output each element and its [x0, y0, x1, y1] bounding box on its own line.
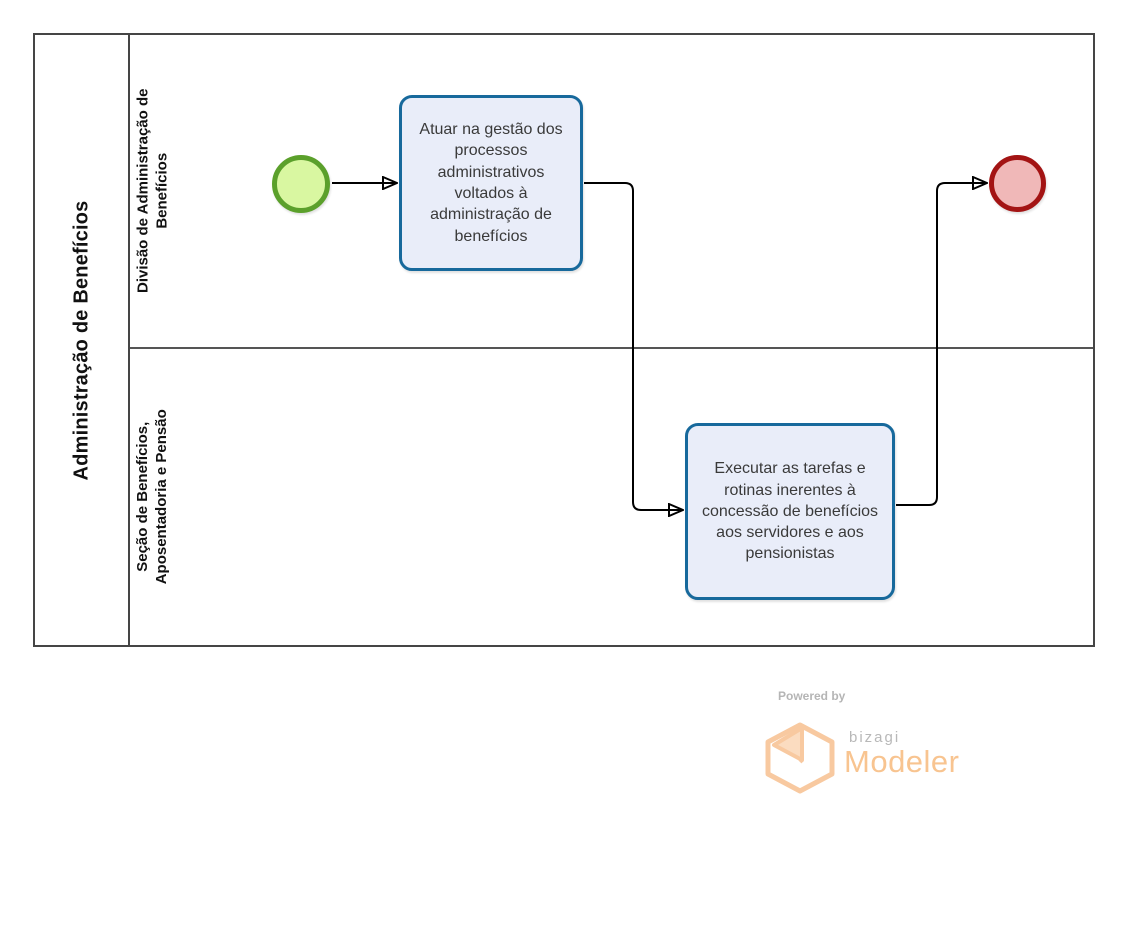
end-event[interactable]: [989, 155, 1046, 212]
lane-1-label: Divisão de Administração de Benefícios: [134, 88, 171, 294]
lanes-container: Divisão de Administração de Benefícios S…: [130, 35, 1093, 645]
bizagi-brand-text: bizagi: [849, 729, 901, 746]
lane-1-label-container: Divisão de Administração de Benefícios: [130, 35, 176, 347]
powered-by-text: Powered by: [778, 689, 846, 703]
lane-2-label: Seção de Benefícios, Aposentadoria e Pen…: [134, 409, 170, 585]
bizagi-box-icon: [765, 722, 835, 794]
lane-secao-de-beneficios: Seção de Benefícios, Aposentadoria e Pen…: [130, 349, 1093, 645]
task-executar-tarefas[interactable]: Executar as tarefas e rotinas inerentes …: [685, 423, 895, 600]
lane-2-label-container: Seção de Benefícios, Aposentadoria e Pen…: [130, 349, 176, 645]
modeler-product-text: Modeler: [844, 744, 960, 779]
task-2-label: Executar as tarefas e rotinas inerentes …: [701, 460, 879, 563]
pool-title: Administração de Benefícios: [70, 200, 93, 480]
pool-title-container: Administração de Benefícios: [35, 35, 128, 645]
start-event[interactable]: [272, 155, 330, 213]
task-1-label: Atuar na gestão dos processos administra…: [419, 121, 563, 245]
pool-header: Administração de Benefícios: [35, 35, 130, 645]
task-atuar-na-gestao[interactable]: Atuar na gestão dos processos administra…: [399, 95, 583, 271]
